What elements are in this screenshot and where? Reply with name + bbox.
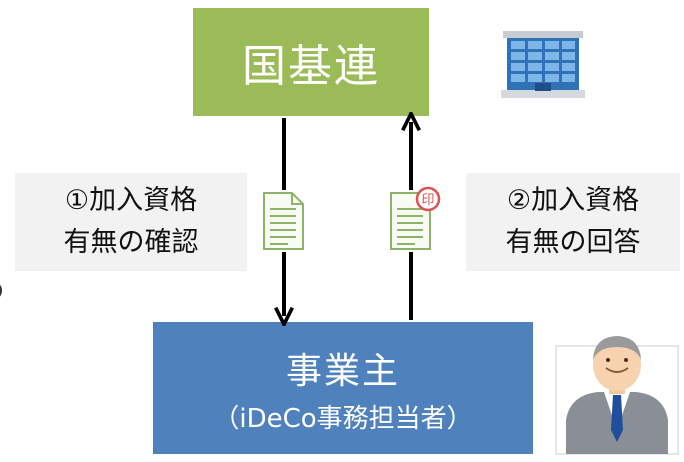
note-right-line1: ②加入資格 xyxy=(506,185,640,216)
stamp-text: 印 xyxy=(421,193,434,208)
employer-box: 事業主 （iDeCo事務担当者） xyxy=(153,322,533,454)
person-icon xyxy=(555,336,679,455)
employer-sublabel: （iDeCo事務担当者） xyxy=(213,403,473,434)
note-left-line2: 有無の確認 xyxy=(63,227,199,258)
note-right-line2: 有無の回答 xyxy=(505,227,641,258)
eligibility-answer-note: ②加入資格 有無の回答 xyxy=(466,173,680,271)
organization-label: 国基連 xyxy=(242,41,380,92)
eligibility-check-note: ①加入資格 有無の確認 xyxy=(15,173,247,271)
stamped-document-icon: 印 xyxy=(388,186,441,252)
employer-label: 事業主 xyxy=(285,350,400,392)
building-icon xyxy=(501,31,585,98)
side-mark xyxy=(0,284,2,297)
note-left-line1: ①加入資格 xyxy=(64,185,198,216)
document-icon xyxy=(261,190,307,252)
organization-box: 国基連 xyxy=(193,8,429,116)
